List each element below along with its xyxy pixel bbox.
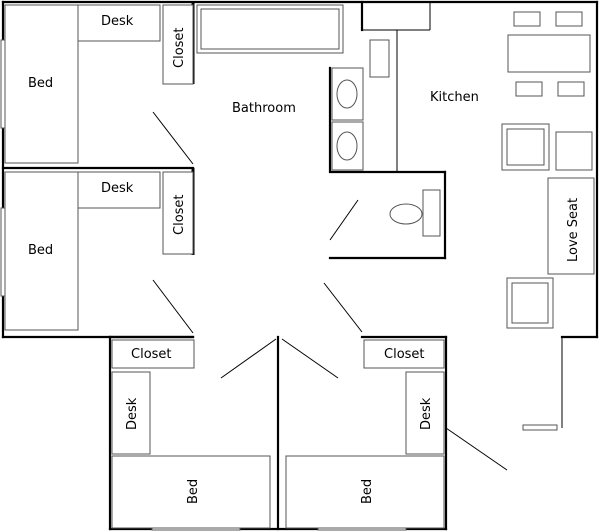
bed-2 — [4, 171, 79, 331]
desk-2 — [77, 171, 161, 209]
kitchen: Kitchen Love Seat — [430, 11, 595, 471]
bed-3-label: Bed — [186, 479, 201, 504]
door-entry — [445, 427, 508, 471]
bedroom-2: Bed Desk Closet — [4, 171, 194, 334]
bed-3 — [111, 455, 271, 529]
toilet — [389, 203, 423, 225]
stool-1 — [513, 11, 541, 27]
closet-4-label: Closet — [384, 347, 425, 362]
closet-2-label: Closet — [172, 194, 187, 235]
door-3 — [220, 338, 277, 379]
desk-4 — [405, 371, 445, 455]
closet-2 — [162, 171, 194, 255]
closet-1-label: Closet — [172, 27, 187, 68]
closet-3 — [111, 339, 195, 369]
love-seat — [547, 177, 595, 275]
toilet-tank — [422, 189, 441, 237]
shelf — [369, 39, 390, 78]
table — [507, 34, 591, 73]
bathroom-label: Bathroom — [232, 101, 296, 116]
bed-2-label: Bed — [28, 243, 53, 258]
bedroom-1: Bed Desk Closet — [4, 4, 194, 165]
love-seat-label: Love Seat — [566, 198, 581, 262]
bathroom: Bathroom — [196, 4, 441, 333]
closet-1 — [162, 4, 194, 85]
closet-4 — [363, 339, 445, 369]
stool-4 — [557, 81, 585, 97]
door-2 — [152, 279, 194, 334]
ottoman — [555, 131, 593, 171]
desk-1-label: Desk — [101, 14, 134, 29]
door-1 — [152, 111, 194, 165]
stool-3 — [515, 81, 543, 97]
desk-3-label: Desk — [125, 397, 140, 430]
desk-2-label: Desk — [101, 181, 134, 196]
kitchen-label: Kitchen — [430, 90, 479, 105]
desk-4-label: Desk — [419, 397, 434, 430]
door-4 — [281, 338, 339, 379]
door-bath — [323, 282, 363, 333]
desk-3 — [111, 371, 151, 455]
bed-1 — [4, 4, 79, 164]
bed-4-label: Bed — [360, 479, 375, 504]
bed-4 — [285, 455, 445, 529]
bedroom-4: Closet Desk Bed — [281, 338, 445, 529]
desk-1 — [77, 4, 161, 42]
bedroom-3: Closet Desk Bed — [111, 338, 277, 529]
bed-1-label: Bed — [28, 76, 53, 91]
closet-3-label: Closet — [131, 347, 172, 362]
stool-2 — [555, 11, 583, 27]
